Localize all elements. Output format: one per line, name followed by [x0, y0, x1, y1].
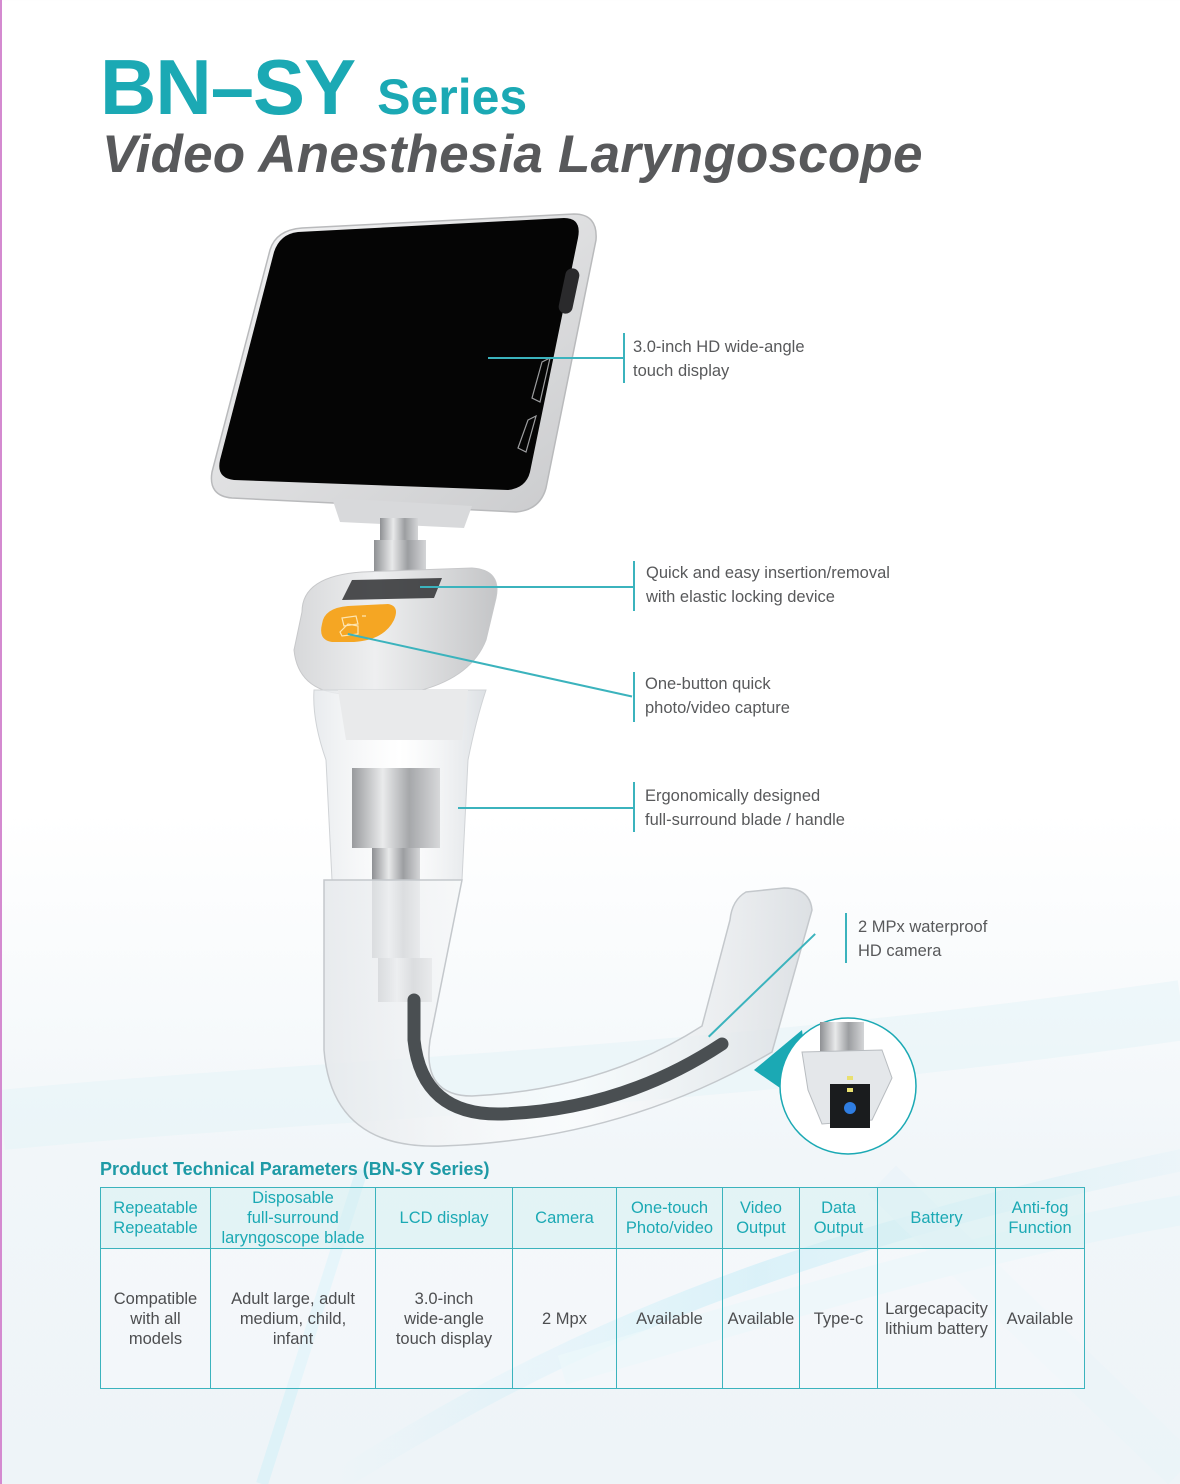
value-anti-fog: Available — [995, 1248, 1085, 1389]
value-camera: 2 Mpx — [512, 1248, 617, 1389]
header-camera: Camera — [512, 1187, 617, 1249]
callout-capture-button: One-button quick photo/video capture — [645, 675, 790, 717]
callout-leader-display — [488, 357, 624, 359]
callout-bar-button — [633, 672, 635, 722]
callout-bar-display — [623, 333, 625, 383]
header-battery: Battery — [877, 1187, 996, 1249]
product-name: Video Anesthesia Laryngoscope — [102, 125, 923, 184]
callout-bar-handle — [633, 782, 635, 832]
callout-leader-locking — [420, 586, 634, 588]
callout-bar-camera — [845, 913, 847, 963]
callout-leader-handle — [458, 807, 634, 809]
page-title: BN–SY Series — [100, 42, 527, 133]
model-name: BN–SY — [100, 43, 356, 131]
params-title: Product Technical Parameters (BN-SY Seri… — [100, 1159, 490, 1179]
value-one-touch: Available — [616, 1248, 723, 1389]
callout-camera: 2 MPx waterproof HD camera — [858, 918, 988, 960]
callout-bar-locking — [633, 561, 635, 611]
monitor — [210, 213, 597, 528]
value-data-output: Type-c — [799, 1248, 878, 1389]
callout-blade-handle: Ergonomically designed full-surround bla… — [645, 787, 845, 829]
callout-display: 3.0-inch HD wide-angle touch display — [633, 338, 805, 380]
value-video-output: Available — [722, 1248, 800, 1389]
header-lcd: LCD display — [375, 1187, 513, 1249]
series-label: Series — [377, 69, 528, 125]
callout-locking-device: Quick and easy insertion/removal with el… — [646, 564, 890, 606]
